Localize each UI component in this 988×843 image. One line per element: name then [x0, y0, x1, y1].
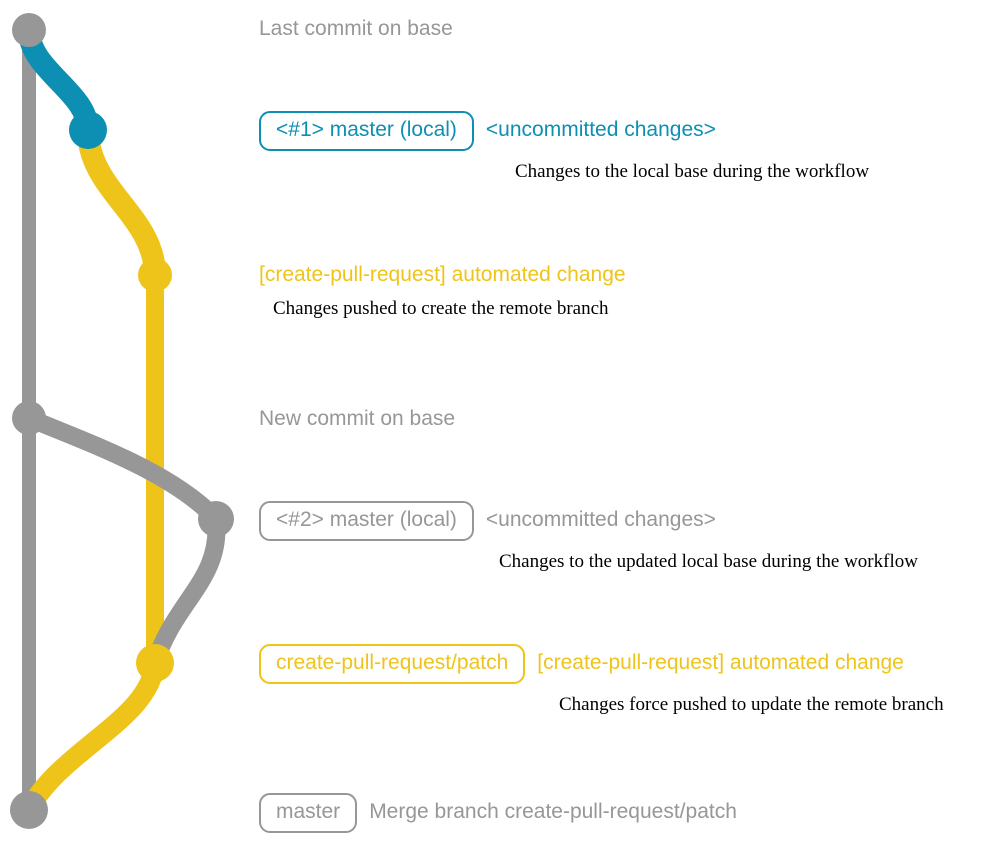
commit-description-uncommitted-changes-1: Changes to the local base during the wor… [515, 161, 870, 182]
branch-tag-master-local-2[interactable]: <#2> master (local) [259, 501, 474, 541]
commit-row-last-commit-on-base: Last commit on base [259, 16, 453, 42]
commit-row-automated-change-2: create-pull-request/patch [create-pull-r… [259, 644, 944, 716]
commit-description-automated-change-2: Changes force pushed to update the remot… [559, 694, 944, 715]
commit-label-automated-change-1: [create-pull-request] automated change [259, 263, 626, 286]
merge-line [19, 653, 165, 820]
commit-node-automated-change-2[interactable] [136, 644, 174, 682]
commit-label-merge: Merge branch create-pull-request/patch [369, 800, 737, 823]
branch-tag-master-local-1[interactable]: <#1> master (local) [259, 111, 474, 151]
commit-row-uncommitted-changes-2: <#2> master (local) <uncommitted changes… [259, 501, 918, 573]
commit-node-merge[interactable] [10, 791, 48, 829]
base-branch-line-2 [20, 409, 225, 528]
branch-tag-master[interactable]: master [259, 793, 358, 833]
commit-label-new-commit-on-base: New commit on base [259, 407, 456, 430]
commit-node-uncommitted-changes-2[interactable] [198, 501, 234, 537]
patch-branch-line-1 [77, 119, 166, 286]
commit-node-new-commit-on-base[interactable] [12, 401, 46, 435]
commit-label-uncommitted-changes-1: <uncommitted changes> [485, 118, 716, 141]
commit-row-automated-change-1: [create-pull-request] automated change C… [259, 262, 626, 320]
commit-node-automated-change-1[interactable] [138, 258, 172, 292]
local-to-patch-line [146, 510, 226, 672]
commit-label-last-commit-on-base: Last commit on base [259, 17, 453, 40]
commit-node-last-commit-on-base[interactable] [12, 13, 46, 47]
commit-description-automated-change-1: Changes pushed to create the remote bran… [273, 298, 609, 319]
branch-tag-create-pull-request-patch[interactable]: create-pull-request/patch [259, 644, 526, 684]
commit-row-uncommitted-changes-1: <#1> master (local) <uncommitted changes… [259, 111, 869, 183]
commit-label-automated-change-2: [create-pull-request] automated change [537, 651, 904, 674]
commit-node-uncommitted-changes-1[interactable] [69, 111, 107, 149]
commit-label-uncommitted-changes-2: <uncommitted changes> [485, 508, 716, 531]
commit-row-merge: master Merge branch create-pull-request/… [259, 793, 737, 833]
commit-description-uncommitted-changes-2: Changes to the updated local base during… [499, 551, 918, 572]
commit-row-new-commit-on-base: New commit on base [259, 406, 455, 432]
